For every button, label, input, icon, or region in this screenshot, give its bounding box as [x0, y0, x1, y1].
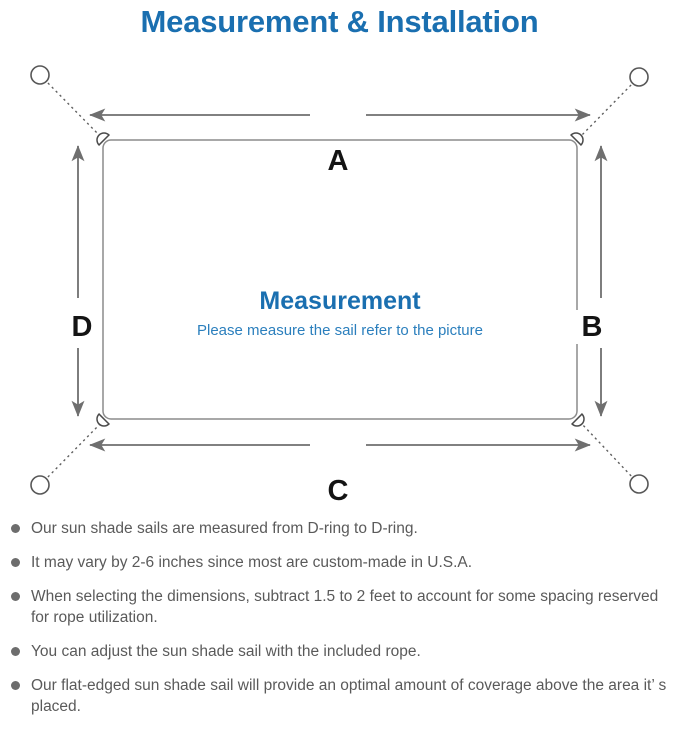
- rope-top-left: [43, 78, 102, 138]
- list-item: When selecting the dimensions, subtract …: [0, 586, 679, 628]
- d-ring-bottom-right: [570, 412, 585, 427]
- dimension-label-c: C: [318, 474, 358, 508]
- list-item: Our sun shade sails are measured from D-…: [0, 518, 679, 539]
- dimension-label-b: B: [574, 310, 610, 344]
- anchor-point-top-left: [30, 65, 50, 85]
- note-text: You can adjust the sun shade sail with t…: [31, 643, 421, 660]
- rope-top-right: [579, 80, 636, 138]
- dimension-arrows: [71, 108, 608, 452]
- rope-lines: [43, 78, 636, 482]
- bullet-icon: [11, 558, 20, 567]
- note-text: Our flat-edged sun shade sail will provi…: [31, 677, 667, 715]
- d-ring-bottom-left: [96, 412, 111, 427]
- sail-center-heading: Measurement: [259, 287, 421, 315]
- anchor-points: [30, 65, 649, 495]
- page-title: Measurement & Installation: [140, 4, 539, 39]
- d-ring-top-left: [96, 132, 111, 147]
- d-rings: [96, 132, 585, 427]
- anchor-point-bottom-left: [30, 475, 50, 495]
- shade-sail-diagram: A C D B Measurement Please measure the s…: [0, 48, 679, 518]
- list-item: You can adjust the sun shade sail with t…: [0, 641, 679, 662]
- note-text: When selecting the dimensions, subtract …: [31, 588, 659, 626]
- bullet-icon: [11, 524, 20, 533]
- list-item: Our flat-edged sun shade sail will provi…: [0, 675, 679, 717]
- sail-center-subheading: Please measure the sail refer to the pic…: [197, 322, 483, 339]
- sail-rectangle: [102, 139, 578, 420]
- bullet-icon: [11, 647, 20, 656]
- bullet-icon: [11, 681, 20, 690]
- rope-bottom-left: [43, 422, 102, 482]
- rope-bottom-right: [580, 422, 636, 481]
- list-item: It may vary by 2-6 inches since most are…: [0, 552, 679, 573]
- note-text: It may vary by 2-6 inches since most are…: [31, 554, 473, 571]
- note-text: Our sun shade sails are measured from D-…: [31, 520, 418, 537]
- bullet-icon: [11, 592, 20, 601]
- anchor-point-bottom-right: [629, 474, 649, 494]
- sail-center-text: Measurement Please measure the sail refe…: [110, 286, 570, 342]
- dimension-label-a: A: [318, 144, 358, 178]
- notes-list: Our sun shade sails are measured from D-…: [0, 518, 679, 730]
- dimension-label-d: D: [64, 310, 100, 344]
- anchor-point-top-right: [629, 67, 649, 87]
- diagram-svg: [30, 65, 649, 495]
- d-ring-top-right: [569, 132, 584, 147]
